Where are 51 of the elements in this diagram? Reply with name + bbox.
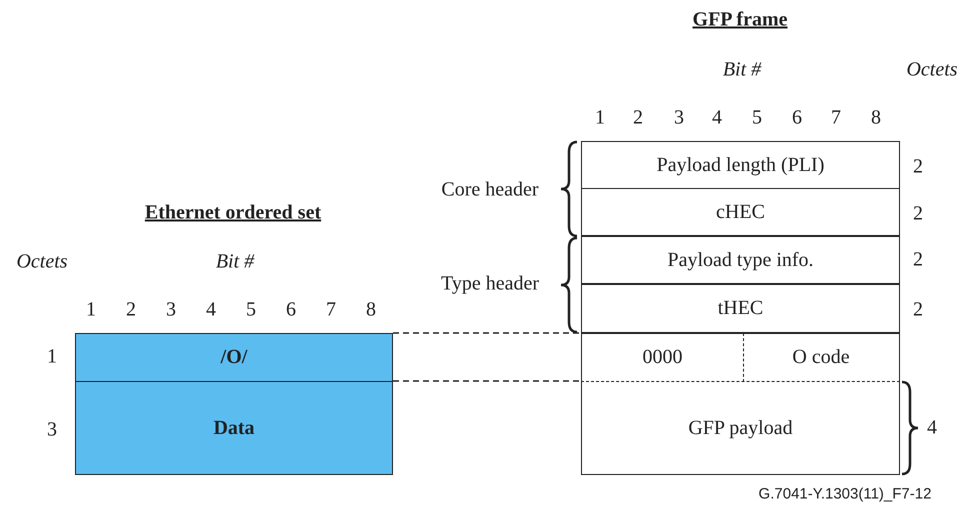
- frame-field: [75, 381, 393, 475]
- field-name: O code: [792, 346, 850, 369]
- octet-count: 2: [913, 248, 923, 272]
- axis-title: Octets: [906, 58, 958, 82]
- bit-number: 3: [674, 106, 684, 130]
- bit-number: 4: [206, 298, 216, 322]
- octet-count: 4: [927, 416, 937, 440]
- octet-count: 2: [913, 202, 923, 226]
- bit-number: 1: [595, 106, 605, 130]
- bit-number: 4: [712, 106, 722, 130]
- mapping-line: [393, 380, 581, 382]
- field-name: cHEC: [716, 200, 765, 224]
- bit-number: 5: [752, 106, 762, 130]
- bit-number: 8: [366, 298, 376, 322]
- frame-field: [581, 188, 900, 236]
- figure-id: G.7041-Y.1303(11)_F7-12: [758, 486, 932, 502]
- axis-title: Bit #: [216, 250, 254, 274]
- heading: Ethernet ordered set: [144, 202, 322, 224]
- bit-number: 2: [633, 106, 643, 130]
- field-name: Payload length (PLI): [656, 154, 824, 176]
- field-name: Payload type info.: [667, 248, 814, 272]
- axis-title: Octets: [16, 250, 68, 274]
- frame-field: [581, 141, 900, 189]
- octet-count: 3: [47, 418, 57, 442]
- field-name: Data: [213, 416, 255, 440]
- bit-number: 2: [126, 298, 136, 322]
- mapping-line: [393, 332, 581, 334]
- frame-field: [581, 284, 900, 333]
- field-group-label: Type header: [441, 272, 539, 296]
- field-group-label: Core header: [441, 178, 539, 202]
- bit-number: 3: [166, 298, 176, 322]
- field-name: /O/: [220, 346, 248, 369]
- frame-field: [581, 333, 744, 382]
- bit-number: 7: [326, 298, 336, 322]
- bit-number: 6: [286, 298, 296, 322]
- frame-field: [581, 381, 900, 475]
- octet-count: 2: [913, 298, 923, 322]
- heading: GFP frame: [692, 8, 788, 32]
- frame-field: [75, 333, 393, 382]
- field-name: tHEC: [718, 297, 764, 320]
- field-name: GFP payload: [688, 416, 793, 440]
- axis-title: Bit #: [722, 58, 762, 82]
- field-name: 0000: [642, 346, 682, 369]
- bit-number: 5: [246, 298, 256, 322]
- bit-number: 8: [871, 106, 881, 130]
- bit-number: 6: [792, 106, 802, 130]
- frame-field: [581, 236, 900, 284]
- octet-count: 2: [913, 156, 923, 178]
- bit-number: 7: [831, 106, 841, 130]
- bit-number: 1: [86, 298, 96, 322]
- octet-count: 1: [47, 346, 57, 368]
